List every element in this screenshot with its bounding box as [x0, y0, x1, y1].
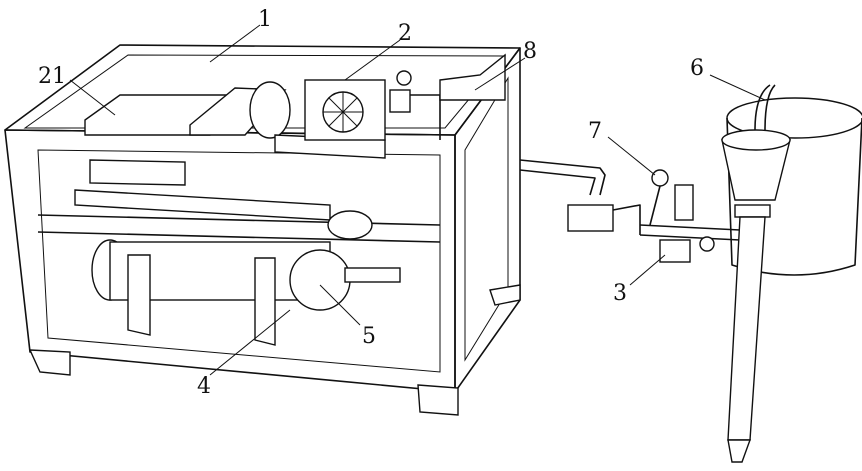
- bucket: [722, 85, 862, 462]
- label-fan-unit: 2: [398, 21, 412, 46]
- pump-assembly: [520, 160, 740, 262]
- middle-rails: [75, 160, 372, 239]
- label-support: 4: [197, 374, 211, 399]
- label-box: 8: [523, 39, 537, 64]
- label-frame: 1: [258, 7, 272, 32]
- label-bucket: 6: [690, 56, 704, 81]
- label-valve: 7: [588, 119, 602, 144]
- top-components: [85, 55, 505, 158]
- label-plate: 21: [38, 64, 66, 89]
- label-tank: 5: [362, 324, 376, 349]
- label-pump: 3: [613, 281, 627, 306]
- lower-tank: [92, 240, 400, 345]
